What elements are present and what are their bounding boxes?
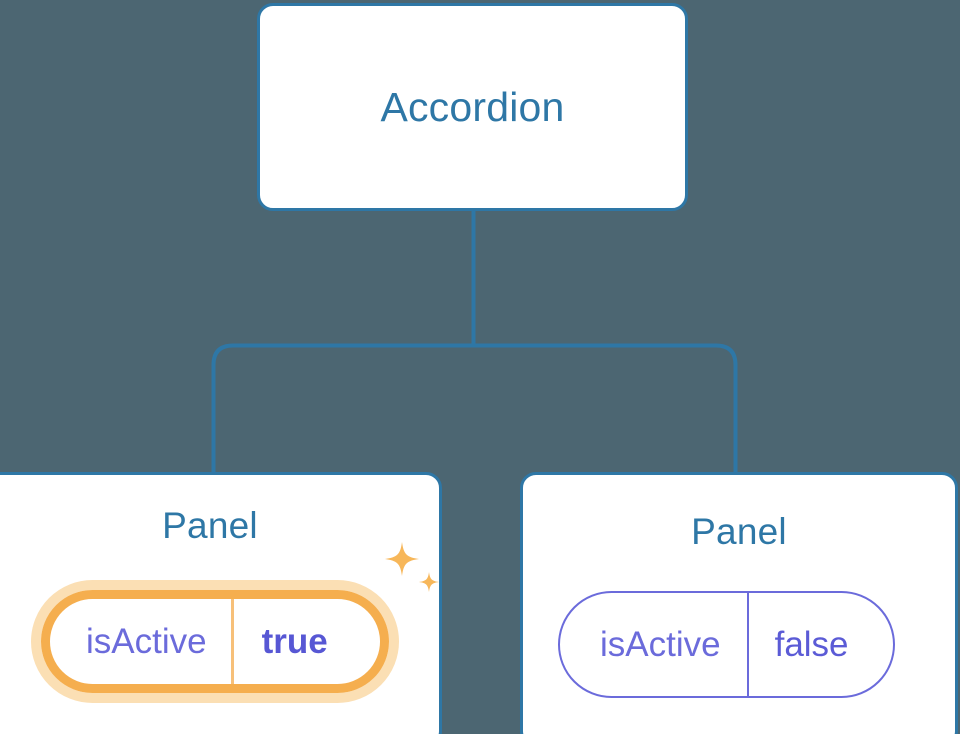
prop-value-label: false <box>774 625 849 664</box>
prop-key-label: isActive <box>600 625 721 664</box>
prop-key-cell: isActive <box>50 599 234 684</box>
prop-pill-inner: isActive true <box>41 590 389 693</box>
prop-value-cell: false <box>749 593 893 696</box>
prop-value-label: true <box>261 622 328 661</box>
prop-value-cell: true <box>234 599 380 684</box>
node-panel-active-label: Panel <box>162 505 258 546</box>
node-accordion-label: Accordion <box>380 83 565 130</box>
prop-pill-isactive-false-wrap: isActive false <box>558 591 895 698</box>
prop-pill-isactive-true[interactable]: isActive true <box>31 580 399 703</box>
node-accordion[interactable]: Accordion <box>257 3 688 211</box>
connector-bracket <box>211 343 738 472</box>
prop-key-label: isActive <box>86 622 207 661</box>
prop-key-cell: isActive <box>560 593 749 696</box>
node-panel-inactive-label: Panel <box>691 511 787 552</box>
node-panel-inactive[interactable]: Panel isActive false <box>520 472 958 734</box>
prop-pill-isactive-false[interactable]: isActive false <box>558 591 895 698</box>
node-panel-active[interactable]: Panel isActive true <box>0 472 442 734</box>
prop-pill-isactive-true-wrap: isActive true <box>31 580 399 703</box>
